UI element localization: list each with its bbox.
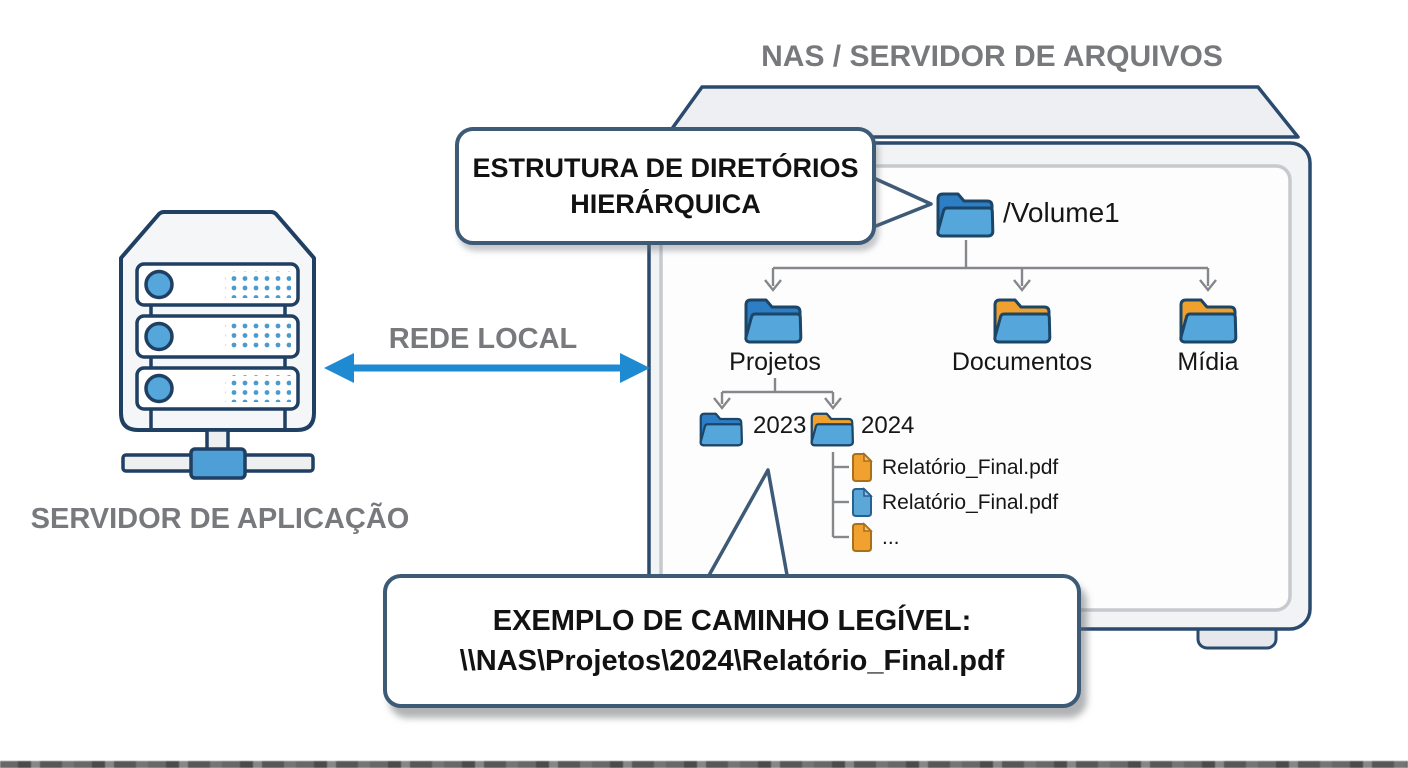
vent-dots [225, 323, 291, 350]
folder-icon-2024 [810, 412, 854, 447]
blue-file-icon [852, 487, 873, 517]
tree-connectors [713, 240, 1217, 539]
callout-path-line1: EXEMPLO DE CAMINHO LEGÍVEL: [492, 604, 972, 637]
documentos-label: Documentos [951, 348, 1093, 376]
midia-label: Mídia [1177, 348, 1239, 376]
folder-2024-label: 2024 [861, 412, 915, 439]
file-label-1: Relatório_Final.pdf [882, 456, 1059, 479]
vent-dots [225, 271, 291, 298]
callout-structure: ESTRUTURA DE DIRETÓRIOS HIERÁRQUICA [455, 127, 876, 245]
app-server-label: SERVIDOR DE APLICAÇÃO [30, 503, 410, 535]
nas-lid [664, 85, 1300, 139]
folder-icon-projetos [744, 298, 803, 344]
nas-section-title: NAS / SERVIDOR DE ARQUIVOS [761, 40, 1223, 73]
vent-dots [225, 375, 291, 402]
network-label: REDE LOCAL [388, 323, 578, 355]
callout-structure-line2: HIERÁRQUICA [570, 189, 761, 219]
callout-structure-line1: ESTRUTURA DE DIRETÓRIOS [472, 152, 859, 183]
drive-led-icon [144, 373, 174, 404]
nas-enclosure [647, 85, 1312, 650]
application-server-icon [119, 210, 316, 480]
projetos-label: Projetos [729, 348, 821, 376]
orange-file-icon [852, 452, 873, 482]
folder-icon-documentos [993, 298, 1052, 344]
folder-icon-midia [1179, 298, 1238, 344]
folder-2023-label: 2023 [753, 412, 807, 439]
file-label-3: ... [882, 526, 900, 549]
volume1-label: /Volume1 [1003, 197, 1120, 228]
callout-path-example: EXEMPLO DE CAMINHO LEGÍVEL: \\NAS\Projet… [383, 574, 1081, 708]
folder-icon-2023 [699, 412, 743, 447]
file-label-2: Relatório_Final.pdf [882, 491, 1059, 514]
drive-led-icon [144, 269, 174, 300]
network-arrow-icon [324, 353, 650, 383]
orange-file-icon [852, 522, 873, 552]
bottom-edge-artifact [0, 761, 1408, 768]
drive-led-icon [144, 321, 174, 352]
folder-icon-volume1 [936, 192, 995, 238]
server-network-port [189, 447, 247, 480]
callout-path-line2: \\NAS\Projetos\2024\Relatório_Final.pdf [459, 645, 1005, 677]
